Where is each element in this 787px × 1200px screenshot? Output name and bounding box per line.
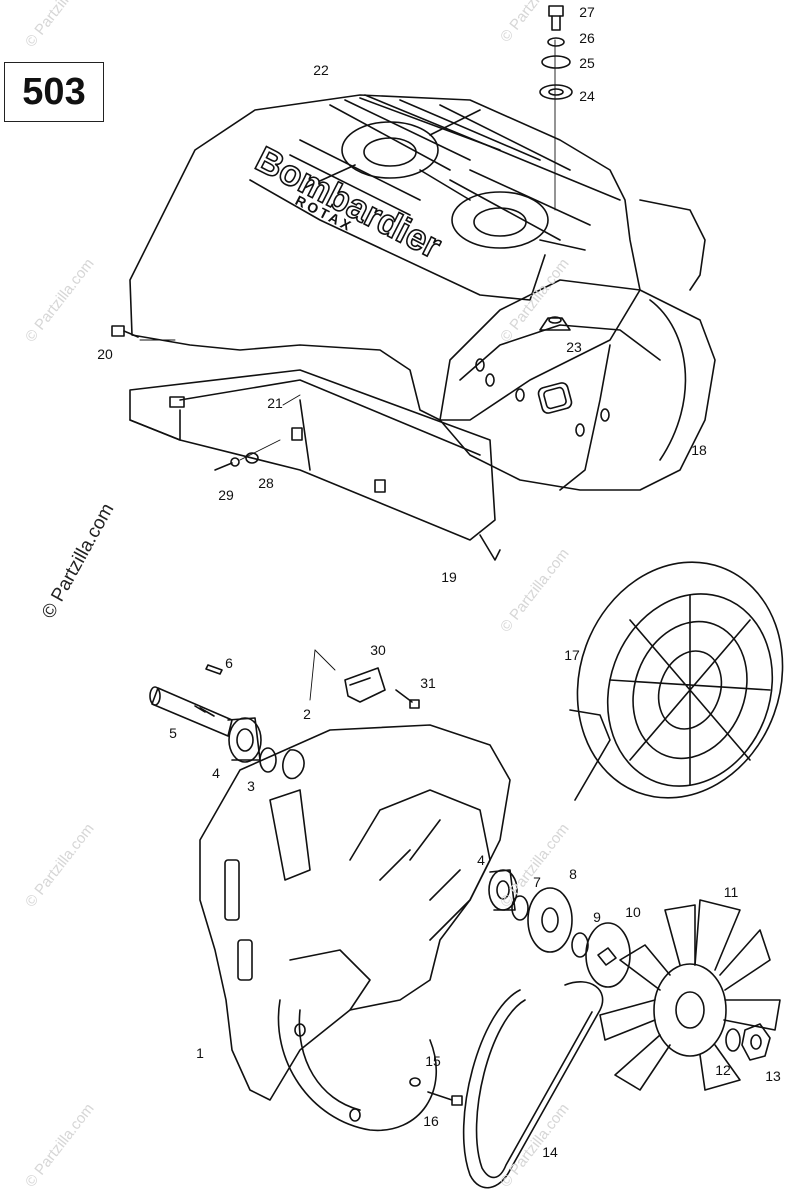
fan-guard-17-part — [569, 561, 784, 801]
callout-15: 15 — [425, 1053, 441, 1069]
callout-2: 2 — [303, 706, 311, 722]
screw-29-part — [214, 457, 240, 471]
callout-13: 13 — [765, 1068, 781, 1084]
callout-27: 27 — [579, 4, 595, 20]
page-number-box: 503 — [4, 62, 104, 122]
shaft-5-part — [149, 686, 233, 737]
mounting-bracket-part — [129, 369, 501, 561]
callout-25: 25 — [579, 55, 595, 71]
callout-4: 4 — [212, 765, 220, 781]
washer-25-part — [541, 55, 571, 69]
shroud-housing-part — [439, 279, 716, 491]
bolt-27-part — [548, 5, 564, 31]
callout-6: 6 — [225, 655, 233, 671]
washer-15-part — [409, 1077, 421, 1087]
spacer-9-part — [571, 932, 589, 958]
callout-24: 24 — [579, 88, 595, 104]
callout-16: 16 — [423, 1113, 439, 1129]
callout-3: 3 — [247, 778, 255, 794]
bolt-16-part — [427, 1091, 463, 1106]
callout-8: 8 — [569, 866, 577, 882]
bearing-4b-part — [488, 869, 518, 911]
clip-30-part — [344, 667, 386, 703]
bearing-4a-part — [227, 717, 262, 763]
washer-12-part — [725, 1028, 741, 1052]
fan-11-part — [599, 899, 781, 1091]
callout-14: 14 — [542, 1144, 558, 1160]
fan-shroud-cover-part — [129, 94, 706, 491]
grommet-24-part — [539, 84, 573, 100]
callout-22: 22 — [313, 62, 329, 78]
nut-13-part — [741, 1023, 771, 1061]
callout-7: 7 — [533, 874, 541, 890]
housing-1-part — [199, 724, 511, 1132]
drive-belt-14-part — [462, 981, 604, 1189]
callout-1: 1 — [196, 1045, 204, 1061]
washer-28-part — [245, 452, 259, 464]
callout-26: 26 — [579, 30, 595, 46]
callout-10: 10 — [625, 904, 641, 920]
callout-31: 31 — [420, 675, 436, 691]
callout-29: 29 — [218, 487, 234, 503]
callout-5: 5 — [169, 725, 177, 741]
washer-26-part — [547, 37, 565, 47]
screw-31-part — [395, 689, 420, 709]
spacer-7-part — [511, 895, 529, 921]
callout-23: 23 — [566, 339, 582, 355]
callout-17: 17 — [564, 647, 580, 663]
grommet-23-part — [539, 316, 571, 331]
key-6-part — [205, 664, 223, 675]
callout-12: 12 — [715, 1062, 731, 1078]
pulley-half-10-part — [585, 922, 631, 988]
spacer-3-part — [259, 747, 277, 773]
callout-28: 28 — [258, 475, 274, 491]
callout-19: 19 — [441, 569, 457, 585]
callout-30: 30 — [370, 642, 386, 658]
pulley-half-8-part — [527, 887, 573, 953]
callout-20: 20 — [97, 346, 113, 362]
callout-9: 9 — [593, 909, 601, 925]
callout-18: 18 — [691, 442, 707, 458]
bolt-20-part — [111, 325, 139, 338]
callout-11: 11 — [723, 884, 739, 900]
page-number: 503 — [22, 70, 86, 113]
callout-4: 4 — [477, 852, 485, 868]
callout-21: 21 — [267, 395, 283, 411]
circlip-2-part — [282, 749, 305, 780]
